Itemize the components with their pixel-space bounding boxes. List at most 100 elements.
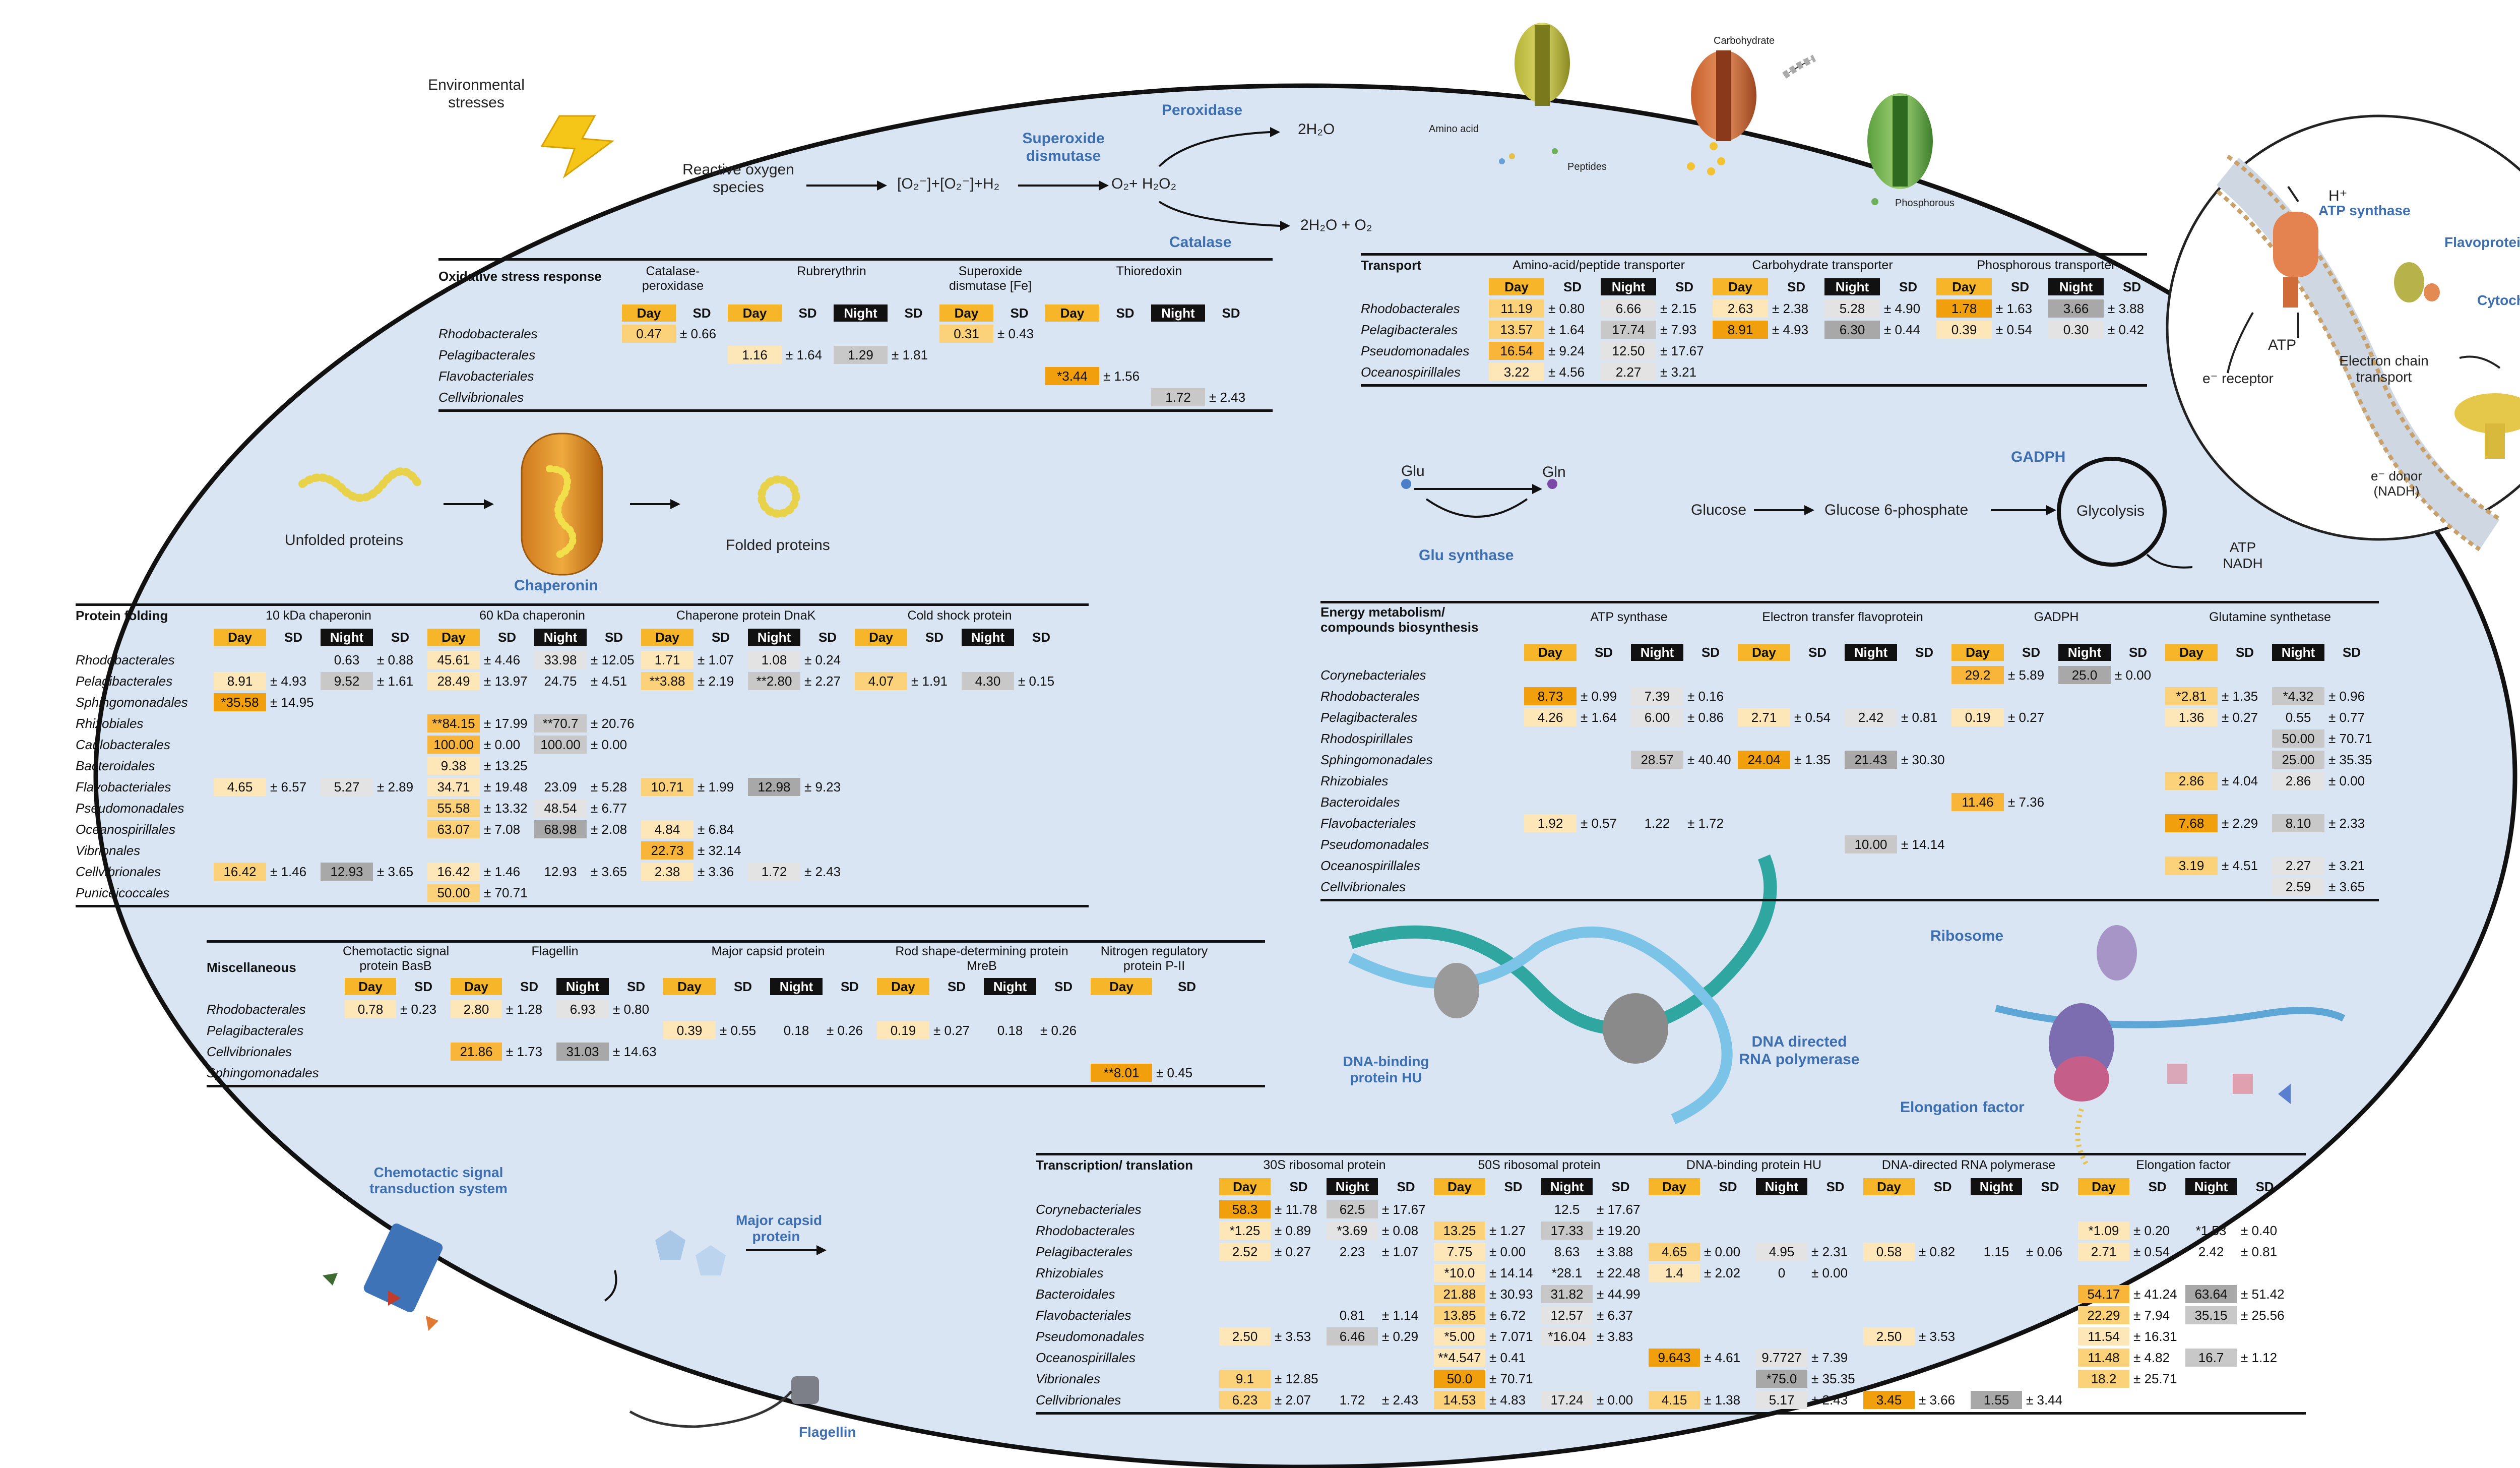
sd-cell: ± 0.00 — [2115, 667, 2152, 683]
value-cell: 0.81 — [1339, 1308, 1365, 1323]
value-cell: 17.74 — [1601, 321, 1656, 339]
value-cell: 0.58 — [1863, 1243, 1915, 1261]
sd-cell: ± 6.37 — [1597, 1308, 1633, 1323]
value-cell: 62.5 — [1327, 1200, 1378, 1218]
value-cell: 22.29 — [2078, 1306, 2129, 1324]
peroxidase-label: Peroxidase — [1162, 102, 1243, 118]
folded-protein-shape — [758, 475, 800, 518]
g6p-label: Glucose 6-phosphate — [1824, 502, 1969, 518]
column-header: Day — [1863, 1178, 1915, 1195]
sd-cell: ± 0.81 — [1901, 710, 1938, 725]
sd-cell: ± 1.46 — [270, 864, 307, 879]
column-header: SD — [1611, 1179, 1630, 1194]
value-cell: 68.98 — [534, 820, 587, 838]
value-cell: 4.84 — [641, 820, 694, 838]
column-group-header: Cold shock protein — [907, 608, 1012, 623]
sd-cell: ± 2.33 — [2328, 816, 2365, 831]
row-label: Flavobacteriales — [76, 779, 171, 794]
table-title: Transport — [1361, 258, 1421, 273]
sd-cell: ± 0.57 — [1581, 816, 1617, 831]
unfolded-label: Unfolded proteins — [285, 532, 404, 548]
value-cell: 2.63 — [1713, 299, 1768, 318]
value-cell: *3.69 — [1327, 1221, 1378, 1240]
column-header: SD — [2010, 279, 2030, 294]
sd-cell: ± 4.51 — [591, 674, 627, 689]
column-header: SD — [2342, 645, 2361, 660]
sd-cell: ± 22.48 — [1597, 1265, 1641, 1280]
value-cell: 1.92 — [1524, 814, 1577, 832]
sd-cell: ± 70.71 — [2328, 731, 2372, 746]
sd-cell: ± 9.24 — [1548, 343, 1585, 358]
table-top-rule — [1320, 601, 2379, 603]
value-cell: 48.54 — [534, 799, 587, 817]
sd-cell: ± 17.67 — [1597, 1202, 1641, 1217]
value-cell: 11.54 — [2078, 1327, 2129, 1345]
sd-cell: ± 19.48 — [484, 779, 528, 794]
column-group-header: Chemotactic signal protein BasB — [343, 944, 450, 973]
value-cell: 12.57 — [1541, 1306, 1593, 1324]
sd-cell: ± 4.61 — [1704, 1350, 1741, 1365]
value-cell: 4.26 — [1524, 708, 1577, 726]
value-cell: 11.48 — [2078, 1349, 2129, 1367]
sd-cell: ± 4.56 — [1548, 364, 1585, 380]
sd-cell: ± 0.77 — [2328, 710, 2365, 725]
sd-cell: ± 3.83 — [1597, 1329, 1633, 1344]
sd-cell: ± 6.77 — [591, 801, 627, 816]
column-header: Night — [770, 978, 823, 995]
row-label: Pelagibacterales — [438, 347, 536, 362]
value-cell: 6.46 — [1327, 1327, 1378, 1345]
value-cell: 1.71 — [641, 651, 694, 669]
column-header: Day — [1738, 644, 1790, 661]
column-group-header: DNA-directed RNA polymerase — [1881, 1158, 2056, 1172]
gadph-label: GADPH — [2011, 449, 2066, 465]
value-cell: 54.17 — [2078, 1285, 2129, 1303]
value-cell: *1.53 — [2195, 1223, 2227, 1238]
table-title: Miscellaneous — [207, 960, 296, 975]
table-bottom-rule — [438, 409, 1273, 412]
table-bottom-rule — [207, 1085, 1265, 1087]
row-label: Sphingomonadales — [1320, 752, 1433, 767]
column-header: SD — [2255, 1179, 2274, 1194]
value-cell: 2.59 — [2272, 878, 2324, 896]
column-header: Night — [1327, 1178, 1378, 1195]
value-cell: 0.19 — [877, 1021, 929, 1039]
sd-cell: ± 12.85 — [1275, 1371, 1318, 1386]
row-label: Bacteroidales — [1320, 794, 1400, 810]
sd-cell: ± 0.00 — [1489, 1244, 1526, 1259]
column-header: Day — [214, 629, 266, 646]
column-group-header: 10 kDa chaperonin — [266, 608, 371, 623]
column-header: Day — [1713, 278, 1768, 295]
sd-cell: ± 16.31 — [2133, 1329, 2177, 1344]
value-cell: 0.30 — [2048, 321, 2104, 339]
sd-cell: ± 35.35 — [2328, 752, 2372, 767]
value-cell: 2.50 — [1863, 1327, 1915, 1345]
column-header: Day — [1951, 644, 2004, 661]
row-label: Rhodobacterales — [76, 652, 175, 667]
value-cell: 3.45 — [1863, 1391, 1915, 1409]
column-header: SD — [2128, 645, 2148, 660]
carbohydrate-transporter-shape — [1687, 50, 1816, 175]
column-header: SD — [1116, 305, 1135, 321]
sd-cell: ± 12.05 — [591, 652, 635, 667]
column-group-header: DNA-binding protein HU — [1686, 1158, 1822, 1172]
row-label: Pelagibacterales — [1036, 1244, 1133, 1259]
table-title: Oxidative stress response — [438, 269, 602, 284]
column-group-header: ATP synthase — [1590, 610, 1668, 624]
column-header: SD — [733, 979, 752, 994]
column-header: Day — [1091, 978, 1152, 995]
row-label: Bacteroidales — [76, 758, 155, 773]
sd-cell: ± 1.12 — [2241, 1350, 2278, 1365]
value-cell: 1.78 — [1936, 299, 1992, 318]
sd-cell: ± 4.51 — [2222, 858, 2258, 873]
sd-cell: ± 2.29 — [2222, 816, 2258, 831]
column-header: Day — [641, 629, 694, 646]
value-cell: 7.68 — [2165, 814, 2218, 832]
column-header: SD — [1808, 645, 1827, 660]
sd-cell: ± 0.27 — [2008, 710, 2045, 725]
value-cell: *2.81 — [2165, 687, 2218, 705]
column-group-header: 30S ribosomal protein — [1263, 1158, 1386, 1172]
table-bottom-rule — [1320, 899, 2379, 901]
atp-nadh-label: ATP NADH — [2223, 539, 2263, 572]
sd-cell: ± 0.45 — [1156, 1065, 1193, 1080]
value-cell: 0.31 — [939, 325, 993, 343]
